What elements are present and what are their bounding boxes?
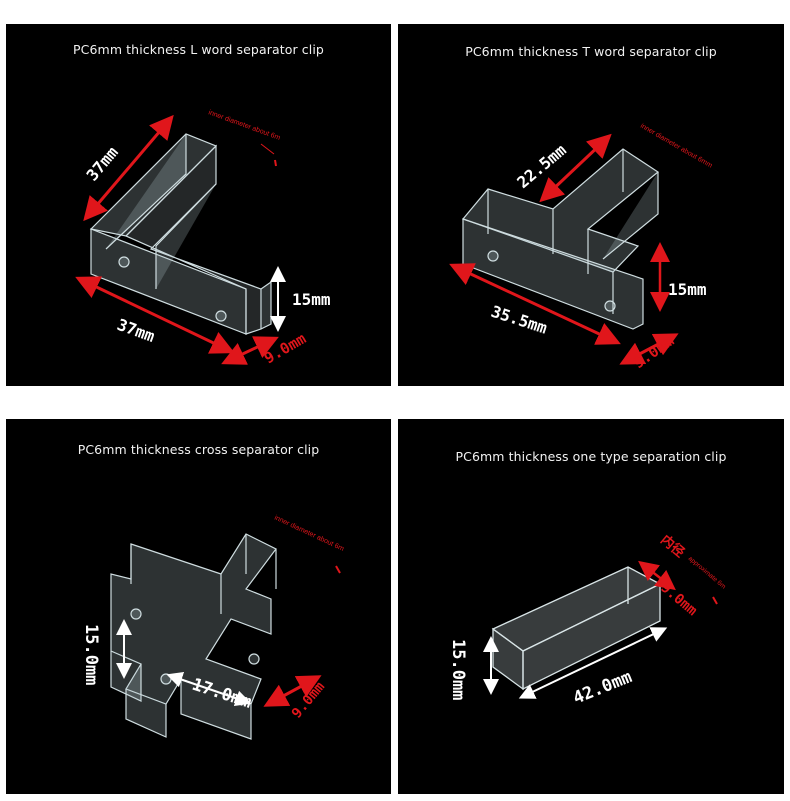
dim-height-label: 15.0mm xyxy=(448,639,468,700)
dim-width-label: 9.0mm xyxy=(630,332,677,373)
cross-clip-shape xyxy=(110,533,277,740)
panel-one-type-clip: PC6mm thickness one type separation clip… xyxy=(398,419,784,794)
dim-top-label: 22.5mm xyxy=(513,140,570,192)
panel-t-clip: PC6mm thickness T word separator clip 22… xyxy=(398,24,784,386)
dim-width-label: 9.0mm xyxy=(261,329,309,367)
cross-clip-illustration: 15.0mm 17.0mm 9.0mm inner diameter about… xyxy=(81,514,345,740)
dim-top-label: 37mm xyxy=(83,143,123,185)
panel-caption: PC6mm thickness T word separator clip xyxy=(465,44,717,59)
t-clip-shape xyxy=(461,148,660,330)
l-clip-shape xyxy=(89,133,272,335)
inner-diameter-label: inner diameter about 6mm xyxy=(639,123,713,170)
panel-cross-clip: PC6mm thickness cross separator clip 15.… xyxy=(6,419,391,794)
t-clip-illustration: 22.5mm 35.5mm 15mm 9.0mm inner diameter … xyxy=(449,123,713,373)
panel-caption: PC6mm thickness L word separator clip xyxy=(73,42,324,57)
dim-height-label: 15mm xyxy=(292,290,331,309)
dim-length-label: 42.0mm xyxy=(570,667,634,709)
dim-bottom-label: 37mm xyxy=(115,315,158,346)
l-clip-illustration: 37mm 37mm 15mm 9.0mm inner diameter abou… xyxy=(75,109,331,367)
inner-diameter-label: approximate 6m xyxy=(687,555,727,590)
inner-diameter-cn-label: 内径 xyxy=(657,532,687,561)
dim-height-label: 15mm xyxy=(668,280,707,299)
panel-l-clip: PC6mm thickness L word separator clip 37… xyxy=(6,24,391,386)
one-type-clip-illustration: 15.0mm 42.0mm 9.0mm 内径 approximate 6m xyxy=(448,532,727,709)
dim-height-label: 15.0mm xyxy=(81,624,101,685)
dim-width-label: 9.0mm xyxy=(289,679,328,722)
panel-caption: PC6mm thickness cross separator clip xyxy=(77,442,320,457)
inner-diameter-label: inner diameter about 6m xyxy=(207,109,281,142)
inner-diameter-label: inner diameter about 6m xyxy=(273,514,345,552)
dim-width-label: 9.0mm xyxy=(657,580,700,619)
panel-caption: PC6mm thickness one type separation clip xyxy=(455,449,727,464)
